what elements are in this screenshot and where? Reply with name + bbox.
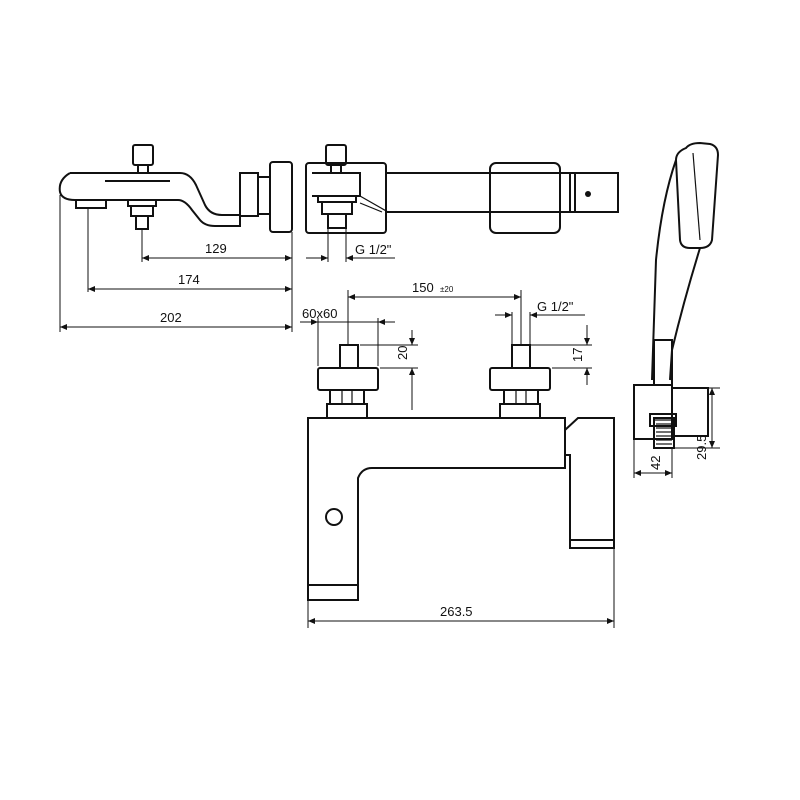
dim-20: 20 <box>360 330 418 410</box>
dim-174-label: 174 <box>178 272 200 287</box>
dim-150: 150 ±20 <box>347 280 522 345</box>
dim-42-label: 42 <box>648 456 663 470</box>
side-thread-label: G 1/2" <box>355 242 392 257</box>
thread-hatch <box>653 417 675 449</box>
dim-17: 17 <box>530 325 592 385</box>
dim-20-label: 20 <box>395 346 410 360</box>
dim-17-label: 17 <box>570 348 585 362</box>
dim-263-5: 263.5 <box>307 548 615 628</box>
dim-150-tol-label: ±20 <box>440 285 454 294</box>
dim-174: 174 <box>88 272 292 292</box>
dim-g-half-front: G 1/2" <box>495 299 585 345</box>
hand-shower: 42 29.5 <box>633 141 720 478</box>
plan-view-middle: G 1/2" <box>305 144 619 262</box>
dim-60x60-label: 60x60 <box>302 306 337 321</box>
dim-129: 129 <box>142 241 292 261</box>
dim-202-label: 202 <box>160 310 182 325</box>
dim-60x60: 60x60 <box>300 306 395 366</box>
dim-263-5-label: 263.5 <box>440 604 473 619</box>
dim-150-label: 150 <box>412 280 434 295</box>
dim-29-5-label: 29.5 <box>694 435 709 460</box>
dim-202: 202 <box>60 310 292 330</box>
side-view-left <box>58 144 293 332</box>
dim-129-label: 129 <box>205 241 227 256</box>
front-view <box>307 344 615 601</box>
front-thread-label: G 1/2" <box>537 299 574 314</box>
